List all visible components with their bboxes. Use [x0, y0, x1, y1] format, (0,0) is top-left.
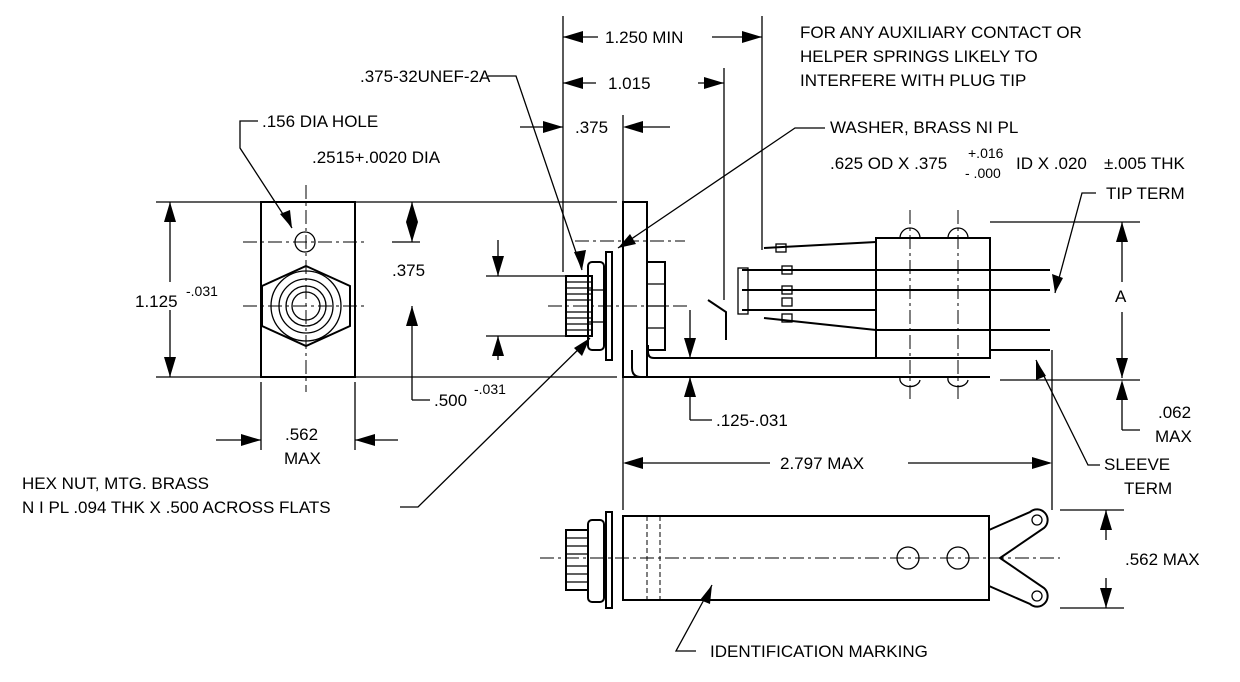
thread-label: .375-32UNEF-2A [360, 67, 491, 86]
dim-562-max: .562 MAX [1125, 550, 1200, 569]
dim-a: A [1115, 287, 1127, 306]
note-line-3: INTERFERE WITH PLUG TIP [800, 71, 1026, 90]
dim-125: .125-.031 [716, 411, 788, 430]
note-line-1: FOR ANY AUXILIARY CONTACT OR [800, 23, 1082, 42]
annotations: FOR ANY AUXILIARY CONTACT OR HELPER SPRI… [22, 23, 1200, 661]
identification-marking: IDENTIFICATION MARKING [710, 642, 928, 661]
dim-062: .062 [1158, 403, 1191, 422]
hole-label: .156 DIA HOLE [262, 112, 378, 131]
front-view [243, 185, 368, 392]
washer-tol-plus: +.016 [968, 145, 1004, 161]
hex-nut-line-2: N I PL .094 THK X .500 ACROSS FLATS [22, 498, 331, 517]
dim-1015: 1.015 [608, 74, 651, 93]
dim-562-max-label: MAX [284, 449, 321, 468]
tip-term-label: TIP TERM [1106, 184, 1185, 203]
dim-2797-max: 2.797 MAX [780, 454, 864, 473]
washer-spec-a: .625 OD X .375 [830, 154, 947, 173]
dim-1250-min: 1.250 MIN [605, 28, 683, 47]
dim-562: .562 [285, 425, 318, 444]
dimension-lines [156, 16, 1140, 652]
sleeve-label: SLEEVE [1104, 455, 1170, 474]
washer-label: WASHER, BRASS NI PL [830, 118, 1018, 137]
dim-375-side: .375 [392, 261, 425, 280]
dim-062-max: MAX [1155, 427, 1192, 446]
side-view [548, 201, 1050, 400]
dim-1125-tol: -.031 [186, 283, 218, 299]
sleeve-term-label: TERM [1124, 479, 1172, 498]
dim-1125: 1.125 [135, 292, 178, 311]
washer-spec-c: ±.005 THK [1104, 154, 1185, 173]
dim-500-tol: -.031 [474, 381, 506, 397]
washer-tol-minus: - .000 [965, 165, 1001, 181]
dim-375-top: .375 [575, 118, 608, 137]
bottom-view [540, 508, 1060, 609]
hex-nut-line-1: HEX NUT, MTG. BRASS [22, 474, 209, 493]
washer-spec-b: ID X .020 [1016, 154, 1087, 173]
dim-500: .500 [434, 391, 467, 410]
note-line-2: HELPER SPRINGS LIKELY TO [800, 47, 1038, 66]
dia-label: .2515+.0020 DIA [312, 148, 441, 167]
